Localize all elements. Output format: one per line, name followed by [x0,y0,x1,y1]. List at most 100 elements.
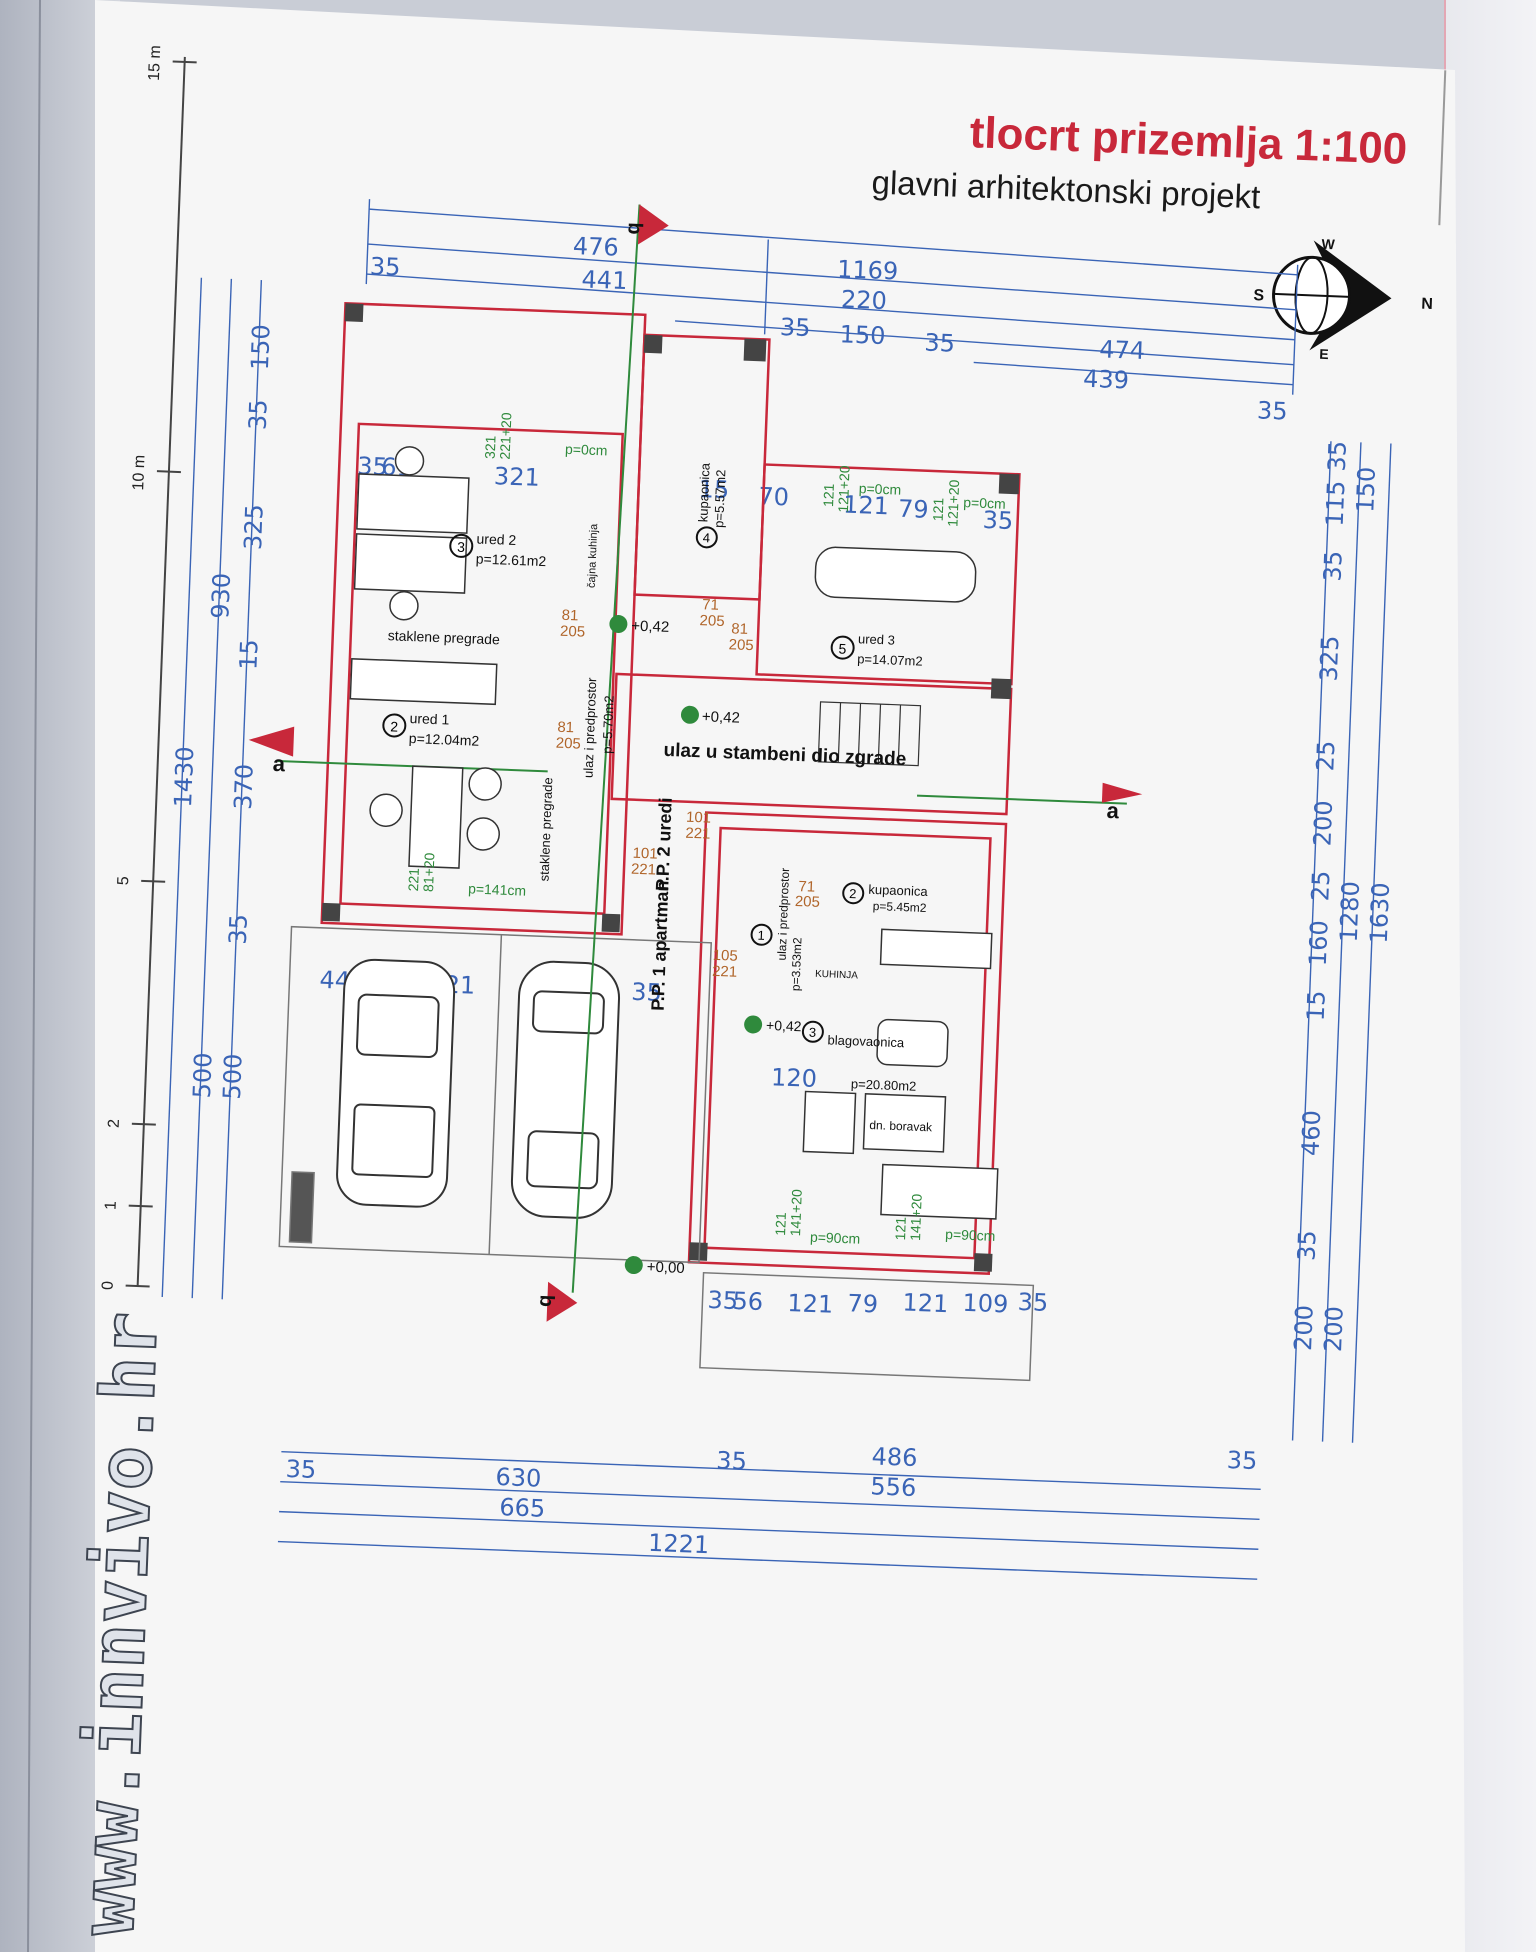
room-blagovaonica: 3 blagovaonica p=20.80m2 [801,1020,917,1094]
window-note-1: p=0cm [565,441,608,459]
dim-left-35a: 35 [244,399,273,431]
scale-1: 1 [103,1201,120,1211]
terrace [699,1271,1035,1382]
dim-right-35c: 35 [1292,1230,1321,1262]
room-kupaonica-2: 2 kupaonica p=5.45m2 [842,882,929,915]
window-note-4: p=0cm [858,480,901,498]
dim-top-474: 474 [1099,335,1146,365]
svg-text:ured 2: ured 2 [476,530,516,548]
room-ured-1: 2 ured 1 p=12.04m2 [382,710,480,749]
window-note-5: 121 [820,483,837,507]
car-right [510,960,621,1219]
dim-left-35b: 35 [224,914,253,946]
dim-right-35a: 35 [1323,440,1352,472]
svg-text:blagovaonica: blagovaonica [827,1032,905,1050]
building-walls [320,301,1021,1275]
svg-text:ured 3: ured 3 [858,631,895,647]
svg-text:5: 5 [838,640,847,656]
scale-2: 2 [106,1119,123,1129]
svg-text:p=20.80m2: p=20.80m2 [851,1076,917,1094]
dim-top-150: 150 [839,320,886,350]
office3-table [814,546,977,603]
dim-top-439: 439 [1083,365,1130,395]
scale-10: 10 m [130,455,148,491]
level-marker-1: +0,42 [609,614,670,636]
window-note-2: 321 [482,435,499,459]
window-note-9: 121+20 [944,479,962,527]
door-dim-3: 71 [702,596,719,614]
svg-text:b: b [535,1294,557,1307]
dim-bottom-665: 665 [499,1493,546,1523]
section-marker-a-left: a [248,726,295,776]
compass-rose: N S E W [1253,236,1433,362]
dim-left-1430: 1430 [169,746,199,808]
dim-right-25b: 25 [1306,870,1335,902]
svg-text:p=5.57m2: p=5.57m2 [711,469,728,528]
section-marker-a-right: a [1101,782,1143,823]
compass-n: N [1421,296,1433,313]
window-note-14: 121 [772,1212,789,1236]
svg-text:p=3.53m2: p=3.53m2 [788,937,804,992]
svg-text:+0,42: +0,42 [702,708,741,726]
dim-left-500a: 500 [188,1052,218,1099]
dim-top-35b: 35 [779,313,811,342]
dim-left-325: 325 [239,504,269,551]
top-dimensions [365,199,1299,395]
dim-bottom-556: 556 [870,1472,917,1502]
dim-left-150: 150 [246,324,276,371]
office1-furniture [349,658,502,869]
dim-top-35a: 35 [369,252,401,281]
door-dim-6: 71 [798,878,815,896]
window-note-15: 141+20 [787,1189,805,1237]
label-cajna-kuhinja: čajna kuhinja [586,523,600,589]
dim-left-500b: 500 [218,1053,248,1100]
scale-0: 0 [99,1281,116,1291]
door-dim-8b: 221 [712,963,738,981]
staircase [817,701,922,767]
svg-text:3: 3 [457,539,466,555]
section-marker-b-bottom: b [535,1281,578,1322]
svg-text:b: b [623,222,645,235]
label-staklene-pregrade-2: staklene pregrade [536,777,555,882]
window-note-12: 81+20 [420,852,438,892]
dim-bottom-35b: 35 [716,1446,748,1475]
window-note-10: p=141cm [468,880,527,898]
dim-right-200c: 200 [1319,1306,1349,1353]
dim-inner-r: 121 [902,1288,949,1318]
dim-left-370: 370 [229,763,259,810]
label-kuhinja: KUHINJA [815,969,859,982]
svg-text:kupaonica: kupaonica [868,882,929,899]
window-note-8: 121 [930,497,947,521]
dim-bottom-630: 630 [495,1463,542,1493]
svg-text:a: a [1106,798,1120,823]
room-ured-2: 3 ured 2 p=12.61m2 [449,530,547,569]
apartment-furniture [802,928,999,1220]
dim-right-325: 325 [1315,635,1345,682]
scale-15: 15 m [146,45,164,81]
dim-right-160: 160 [1304,920,1334,967]
window-note-13: p=90cm [810,1229,861,1247]
svg-text:+0,00: +0,00 [646,1259,685,1277]
svg-text:p=5.70m2: p=5.70m2 [599,695,616,754]
left-dimensions [161,277,263,1300]
window-note-11: 221 [405,867,422,891]
dim-top-476: 476 [572,232,619,262]
dim-right-200b: 200 [1289,1304,1319,1351]
dim-bottom-1221: 1221 [648,1529,710,1559]
dim-right-115: 115 [1321,480,1351,527]
window-note-17: 121 [892,1216,909,1240]
door-dim-1b: 205 [560,623,586,641]
dim-right-15: 15 [1302,990,1331,1022]
bottom-dimensions [277,1450,1261,1580]
window-note-6: 121+20 [835,465,853,513]
dim-top-35c: 35 [924,329,956,358]
dim-right-25a: 25 [1311,740,1340,772]
dim-bottom-35a: 35 [285,1455,317,1484]
door-dim-5b: 221 [631,861,657,879]
door-dim-8: 105 [712,947,738,965]
dim-bottom-35c: 35 [1226,1446,1258,1475]
dim-right-1280: 1280 [1335,881,1365,943]
level-marker-2: +0,42 [680,705,741,727]
scale-5: 5 [115,876,132,886]
